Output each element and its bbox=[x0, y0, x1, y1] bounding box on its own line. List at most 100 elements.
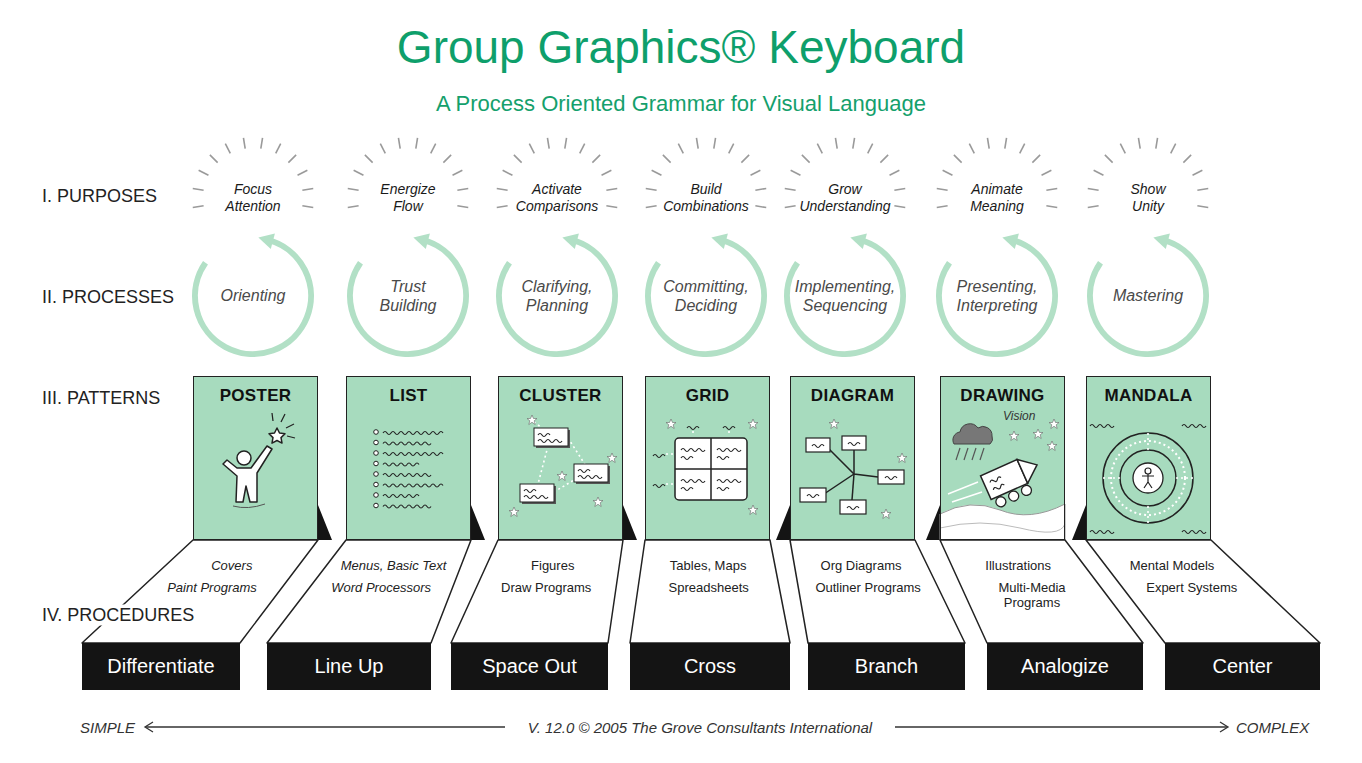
list-picture bbox=[407, 442, 431, 445]
procedure-text: Multi-Media Programs bbox=[972, 580, 1093, 611]
ray bbox=[835, 138, 837, 149]
poster-picture bbox=[193, 376, 318, 540]
process-arrow bbox=[644, 234, 768, 358]
drawing-picture bbox=[940, 504, 1065, 540]
grid-picture bbox=[681, 449, 705, 452]
mandala-picture bbox=[1086, 376, 1211, 540]
list-picture bbox=[383, 442, 407, 445]
complexity-arrow bbox=[146, 726, 505, 727]
drawing-picture bbox=[994, 495, 1007, 508]
ray bbox=[602, 170, 612, 175]
ray bbox=[868, 144, 873, 154]
procedure-name: Line Up bbox=[315, 655, 384, 678]
diagram-picture bbox=[842, 436, 866, 450]
ray bbox=[225, 144, 230, 154]
ray bbox=[894, 188, 905, 190]
list-picture bbox=[383, 484, 407, 487]
process-ring bbox=[648, 240, 764, 354]
ray bbox=[1197, 206, 1208, 208]
process-ring bbox=[350, 240, 466, 354]
drawing-picture bbox=[948, 482, 978, 494]
list-picture bbox=[383, 453, 407, 456]
procedure-text: Mental Models bbox=[1115, 558, 1229, 574]
procedure-text: Paint Programs bbox=[151, 580, 273, 596]
list-picture bbox=[407, 505, 431, 508]
ray bbox=[1156, 138, 1158, 149]
grid-picture bbox=[653, 455, 665, 458]
list-picture bbox=[431, 453, 443, 456]
diagram-picture bbox=[800, 436, 904, 514]
drawing-picture bbox=[989, 476, 1001, 484]
ray bbox=[193, 206, 204, 208]
diagram-picture bbox=[807, 495, 819, 498]
drawing-picture bbox=[994, 484, 1033, 509]
mandala-picture bbox=[1111, 441, 1185, 515]
grid-picture bbox=[653, 485, 665, 488]
mandala-picture bbox=[1142, 474, 1154, 488]
purpose-circle: Grow Understanding bbox=[783, 136, 907, 260]
pattern-card: LIST bbox=[346, 376, 471, 540]
diagram-picture bbox=[800, 488, 826, 502]
ray bbox=[453, 170, 463, 175]
mandala-picture bbox=[1142, 468, 1154, 488]
diagram-picture bbox=[824, 446, 878, 500]
scale-end: COMPLEX bbox=[1236, 719, 1309, 736]
poster-picture bbox=[233, 504, 265, 508]
complexity-arrow bbox=[1220, 722, 1228, 732]
ray bbox=[547, 138, 549, 149]
grid-picture bbox=[675, 468, 747, 470]
key-outline bbox=[451, 540, 623, 643]
grid-picture bbox=[666, 483, 674, 485]
procedure-text: Menus, Basic Text bbox=[336, 558, 452, 574]
ray bbox=[802, 155, 810, 163]
ray bbox=[741, 155, 749, 163]
ray bbox=[1138, 138, 1140, 149]
pattern-name: LIST bbox=[347, 385, 470, 407]
ray bbox=[937, 188, 948, 190]
ray bbox=[431, 144, 436, 154]
ray bbox=[1046, 206, 1057, 208]
purpose-text: Grow Understanding bbox=[799, 181, 890, 215]
ray bbox=[457, 206, 468, 208]
drawing-picture bbox=[993, 484, 1005, 492]
ray bbox=[954, 155, 962, 163]
ray bbox=[1171, 144, 1176, 154]
ray bbox=[791, 170, 801, 175]
ray bbox=[497, 188, 508, 190]
cluster-picture bbox=[554, 480, 574, 492]
drawing-picture bbox=[1049, 419, 1059, 429]
grid-picture bbox=[681, 457, 693, 460]
drawing-picture bbox=[1020, 484, 1033, 497]
list-picture bbox=[407, 474, 431, 477]
mandala-picture bbox=[1086, 376, 1211, 540]
process-circle: Orienting bbox=[191, 234, 315, 358]
ray bbox=[714, 138, 716, 149]
ray bbox=[894, 206, 905, 208]
diagram-picture bbox=[853, 448, 855, 474]
mandala-picture bbox=[1145, 468, 1151, 474]
grid-picture bbox=[748, 505, 758, 515]
process-text: Presenting, Interpreting bbox=[957, 277, 1038, 315]
pattern-card: GRID bbox=[645, 376, 770, 540]
process-ring bbox=[787, 240, 903, 354]
grid-picture bbox=[645, 376, 770, 540]
key-outline bbox=[790, 540, 965, 643]
grid-picture bbox=[717, 480, 741, 483]
arrow-head bbox=[1002, 234, 1019, 249]
procedure-name: Differentiate bbox=[107, 655, 214, 678]
diagram-picture bbox=[812, 445, 824, 448]
ray bbox=[987, 138, 989, 149]
ray bbox=[302, 206, 313, 208]
ray bbox=[890, 170, 900, 175]
mandala-picture bbox=[1103, 433, 1193, 523]
arrow-head bbox=[258, 234, 275, 249]
purpose-text: Activate Comparisons bbox=[516, 181, 598, 215]
poster-picture bbox=[223, 428, 285, 502]
cluster-picture bbox=[534, 428, 568, 446]
mandala-picture bbox=[1133, 463, 1163, 493]
grid-picture bbox=[666, 453, 674, 455]
procedure-key: FiguresDraw Programs bbox=[451, 540, 623, 643]
arrow-head bbox=[413, 234, 430, 249]
drawing-picture bbox=[952, 492, 982, 502]
ray bbox=[210, 155, 218, 163]
